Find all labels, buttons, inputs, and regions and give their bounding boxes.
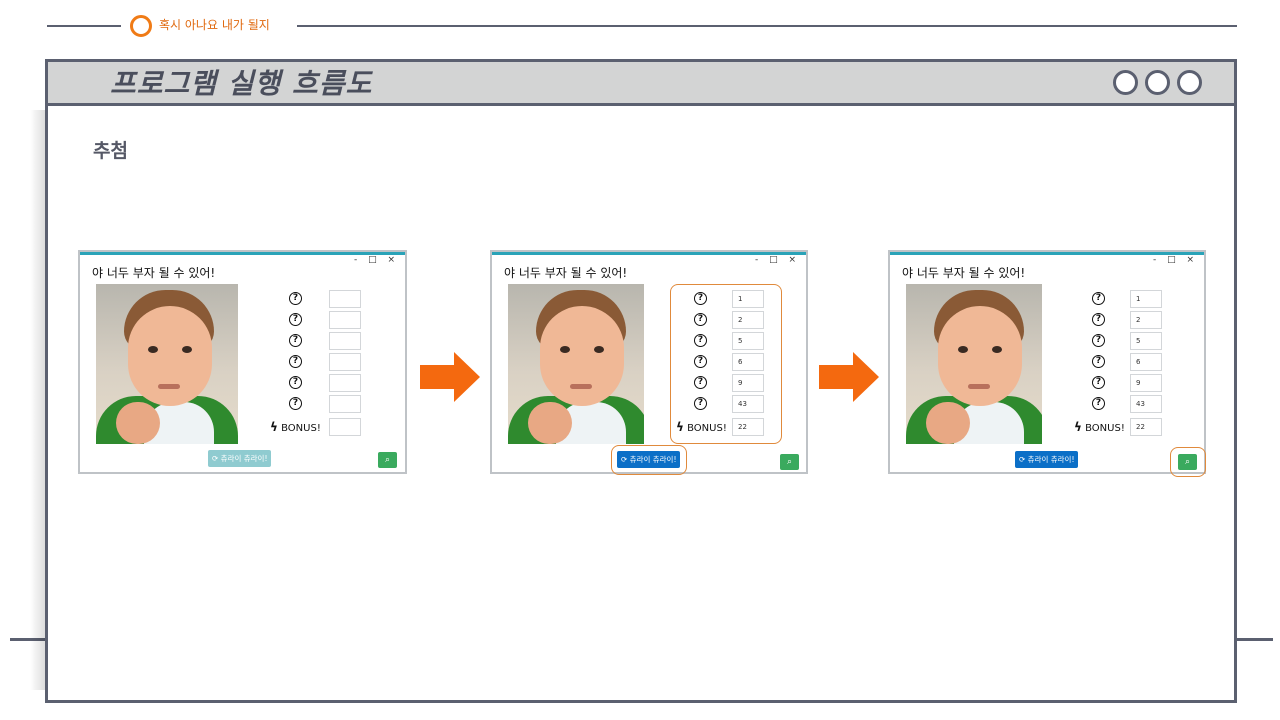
slide-titlebar: 프로그램 실행 흐름도	[48, 62, 1234, 106]
number-field[interactable]: 9	[732, 374, 764, 392]
question-icon: ?	[289, 292, 302, 305]
pick-button[interactable]: ⟳ 츄라이 츄라이!	[617, 451, 681, 468]
number-field[interactable]: 43	[732, 395, 764, 413]
app-window-drawn: - □ × 야 너두 부자 될 수 있어! ? 1 ? 2 ? 5 ? 6 ? …	[490, 250, 808, 475]
circle-icon	[1145, 70, 1170, 95]
baby-photo	[508, 284, 644, 444]
question-icon: ?	[694, 313, 707, 326]
question-icon: ?	[1092, 292, 1105, 305]
search-button[interactable]: ⌕	[378, 452, 397, 468]
number-field[interactable]: 6	[1130, 353, 1162, 371]
window-controls[interactable]: - □ ×	[1152, 255, 1198, 265]
app-window-search: - □ × 야 너두 부자 될 수 있어! ? 1 ? 2 ? 5 ? 6 ? …	[888, 250, 1206, 477]
window-controls[interactable]: - □ ×	[353, 255, 399, 265]
window-title: 야 너두 부자 될 수 있어!	[504, 266, 628, 280]
bolt-icon: ϟ	[1074, 420, 1082, 434]
search-button-highlight	[1170, 447, 1206, 477]
question-icon: ?	[694, 397, 707, 410]
search-button[interactable]: ⌕	[1178, 454, 1197, 470]
number-field[interactable]	[329, 311, 361, 329]
question-icon: ?	[289, 397, 302, 410]
number-field[interactable]: 2	[1130, 311, 1162, 329]
number-field[interactable]: 5	[1130, 332, 1162, 350]
question-icon: ?	[1092, 313, 1105, 326]
number-field[interactable]	[329, 395, 361, 413]
number-field[interactable]	[329, 290, 361, 308]
question-icon: ?	[1092, 334, 1105, 347]
baby-photo	[906, 284, 1042, 444]
window-accent-bar	[80, 252, 405, 255]
number-field[interactable]	[329, 374, 361, 392]
window-title: 야 너두 부자 될 수 있어!	[902, 266, 1026, 280]
question-icon: ?	[1092, 355, 1105, 368]
bonus-field[interactable]	[329, 418, 361, 436]
number-field[interactable]: 43	[1130, 395, 1162, 413]
baby-photo	[96, 284, 238, 444]
bonus-field[interactable]: 22	[1130, 418, 1162, 436]
question-icon: ?	[1092, 397, 1105, 410]
window-accent-bar	[890, 252, 1204, 255]
arrow-right-icon	[420, 352, 480, 402]
bonus-label: ϟ BONUS!	[1074, 420, 1125, 434]
window-controls[interactable]: - □ ×	[754, 255, 800, 265]
header-line-left	[47, 25, 121, 27]
circle-icon	[1177, 70, 1202, 95]
circle-icon	[1113, 70, 1138, 95]
pick-button[interactable]: ⟳ 츄라이 츄라이!	[208, 450, 272, 467]
bonus-label: ϟ BONUS!	[270, 420, 321, 434]
slide-title: 프로그램 실행 흐름도	[110, 67, 373, 100]
search-button[interactable]: ⌕	[780, 454, 799, 470]
window-title: 야 너두 부자 될 수 있어!	[92, 266, 216, 280]
question-icon: ?	[694, 355, 707, 368]
question-icon: ?	[289, 313, 302, 326]
question-icon: ?	[289, 355, 302, 368]
section-heading: 추첨	[93, 140, 128, 162]
window-accent-bar	[492, 252, 806, 255]
bolt-icon: ϟ	[270, 420, 278, 434]
bonus-field[interactable]: 22	[732, 418, 764, 436]
app-window-initial: - □ × 야 너두 부자 될 수 있어! ? ? ? ? ? ? ϟ BONU…	[78, 250, 407, 474]
header-circle-icon	[130, 15, 152, 37]
number-field[interactable]: 2	[732, 311, 764, 329]
number-field[interactable]: 9	[1130, 374, 1162, 392]
header-subtitle: 혹시 아나요 내가 될지	[159, 18, 270, 32]
side-line-right	[1235, 638, 1273, 641]
side-line-left	[10, 638, 50, 641]
number-field[interactable]: 1	[1130, 290, 1162, 308]
bonus-label: ϟ BONUS!	[676, 420, 727, 434]
arrow-right-icon	[819, 352, 879, 402]
number-field[interactable]: 1	[732, 290, 764, 308]
number-field[interactable]: 6	[732, 353, 764, 371]
question-icon: ?	[694, 334, 707, 347]
numbers-highlight	[670, 284, 782, 444]
question-icon: ?	[289, 334, 302, 347]
header-line-right	[297, 25, 1237, 27]
number-field[interactable]	[329, 353, 361, 371]
number-field[interactable]: 5	[732, 332, 764, 350]
question-icon: ?	[694, 376, 707, 389]
bolt-icon: ϟ	[676, 420, 684, 434]
question-icon: ?	[289, 376, 302, 389]
question-icon: ?	[1092, 376, 1105, 389]
pick-button[interactable]: ⟳ 츄라이 츄라이!	[1015, 451, 1079, 468]
number-field[interactable]	[329, 332, 361, 350]
question-icon: ?	[694, 292, 707, 305]
pick-button-highlight	[611, 445, 687, 475]
